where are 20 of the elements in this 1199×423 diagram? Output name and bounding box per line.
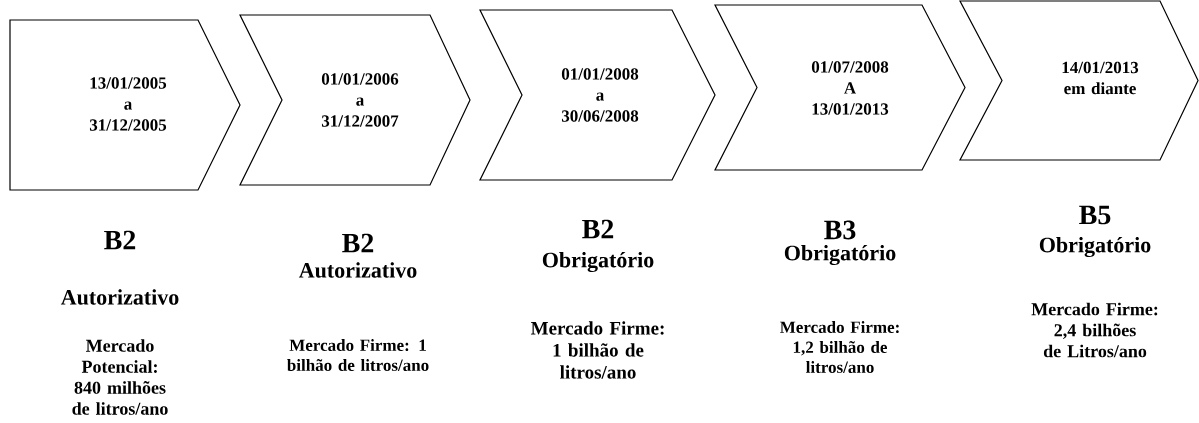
phase-label: B3 xyxy=(824,220,856,240)
market-text: Mercado Firme: 1 bilhão de litros/ano xyxy=(287,339,429,371)
phase-label: B2 xyxy=(582,219,614,239)
step-box: 13/01/2005 a 31/12/2005 xyxy=(9,19,241,191)
phase-label: B2 xyxy=(104,230,136,250)
regime-label: Autorizativo xyxy=(298,262,417,278)
market-text: Mercado Firme: 1,2 bilhão de litros/ano xyxy=(780,321,899,373)
step-box: 01/01/2008 a 30/06/2008 xyxy=(479,9,716,181)
regime-label: Obrigatório xyxy=(542,251,654,273)
regime-label: Autorizativo xyxy=(60,289,179,305)
phase-label: B2 xyxy=(342,233,374,253)
regime-label: Obrigatório xyxy=(1039,236,1151,258)
market-text: Mercado Firme: 2,4 bilhões de Litros/ano xyxy=(1031,302,1158,358)
phase-label: B5 xyxy=(1079,205,1111,225)
market-text: Mercado Firme: 1 bilhão de litros/ano xyxy=(531,321,664,379)
regime-label: Obrigatório xyxy=(784,244,896,266)
step-box: 01/07/2008 A 13/01/2013 xyxy=(714,4,966,171)
market-text: Mercado Potencial: 840 milhões de litros/ano xyxy=(72,339,168,415)
step-box: 01/01/2006 a 31/12/2007 xyxy=(239,14,471,186)
step-box: 14/01/2013 em diante xyxy=(959,0,1199,161)
